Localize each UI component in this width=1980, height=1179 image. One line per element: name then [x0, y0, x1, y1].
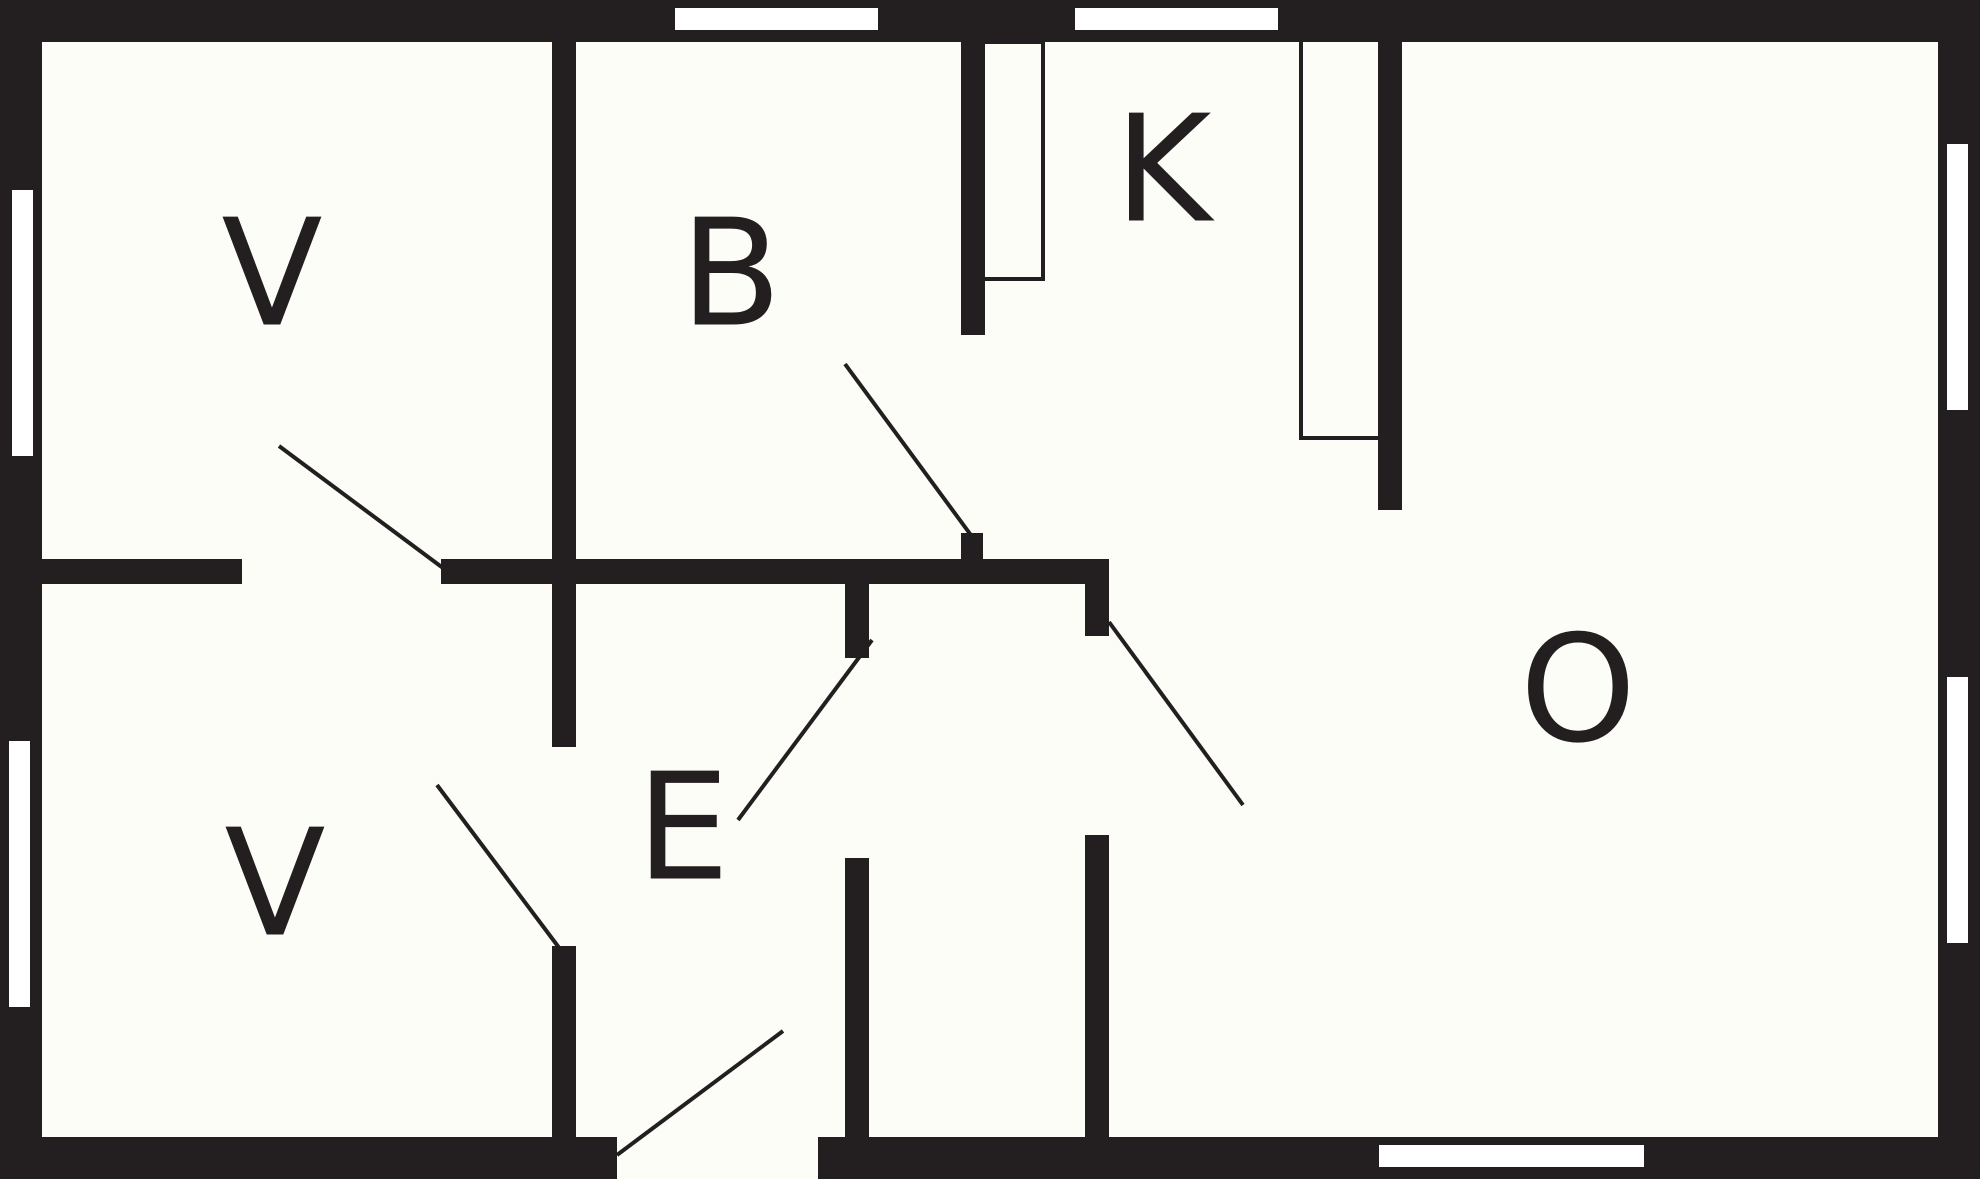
room-label-bedroom-top: V [221, 188, 322, 360]
wall-central-horizontal [441, 559, 1109, 584]
wall-bath-door-stub [961, 533, 983, 559]
room-label-bathroom: B [680, 188, 782, 360]
wall-bathroom-kitchen [961, 42, 985, 335]
entrance-opening [617, 1137, 818, 1179]
wall-v-divider-upper [552, 42, 576, 747]
window-right-bottom [1947, 677, 1968, 943]
wall-entrance-left-stub [845, 584, 869, 658]
interior-floor [42, 42, 1938, 1137]
window-right-top [1947, 144, 1968, 410]
kitchen-counter-left [983, 40, 1045, 281]
room-label-bedroom-bottom: V [224, 798, 325, 970]
window-left-top [12, 190, 33, 456]
wall-living-stub [1085, 559, 1109, 636]
door-living-room [1107, 620, 1245, 807]
window-left-bottom [9, 741, 30, 1007]
wall-bedroom-divider-left [42, 559, 242, 584]
wall-living-lower [1085, 835, 1109, 1137]
room-label-kitchen: K [1114, 84, 1215, 256]
door-entrance-inner [736, 638, 874, 822]
kitchen-counter-right [1299, 42, 1378, 440]
wall-v-divider-lower [552, 946, 576, 1137]
room-label-living: O [1520, 604, 1637, 776]
window-top-1 [675, 8, 878, 30]
door-bedroom-bottom [435, 783, 562, 951]
room-label-entrance: E [636, 742, 730, 914]
door-bathroom [843, 362, 978, 544]
window-top-2 [1075, 8, 1278, 30]
door-bedroom-top [277, 444, 445, 570]
door-front [615, 1029, 785, 1157]
wall-kitchen-right [1378, 42, 1402, 510]
window-bottom [1379, 1145, 1644, 1167]
wall-entrance-left-lower [845, 858, 869, 1137]
